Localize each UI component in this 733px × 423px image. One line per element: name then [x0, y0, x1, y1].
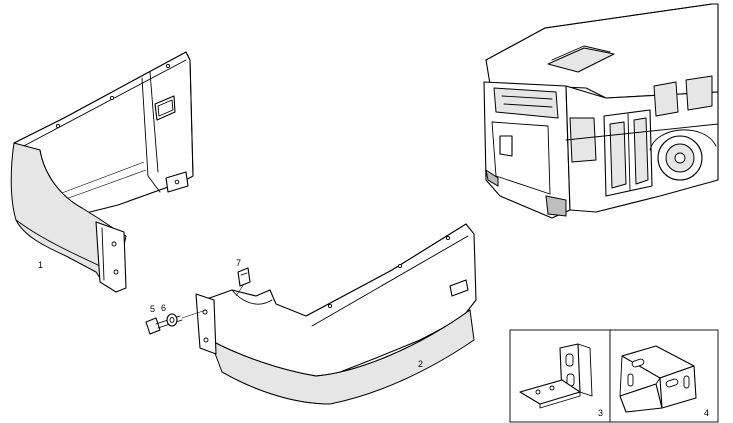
callout-3: 3: [598, 408, 603, 418]
callout-6: 6: [161, 303, 166, 313]
callout-5: 5: [150, 304, 155, 314]
bracket-3: [519, 343, 593, 409]
clip-nut: [237, 267, 251, 287]
detail-box: [509, 329, 719, 423]
callout-1: 1: [38, 260, 43, 270]
rear-corner-panel-left: [10, 51, 194, 293]
callout-4: 4: [704, 408, 709, 418]
washer: [166, 313, 178, 327]
bus-illustration: [483, 3, 719, 219]
rear-corner-panel-right: [195, 223, 477, 405]
callout-2: 2: [418, 359, 423, 369]
bracket-4: [619, 345, 697, 413]
callout-7: 7: [236, 258, 241, 268]
